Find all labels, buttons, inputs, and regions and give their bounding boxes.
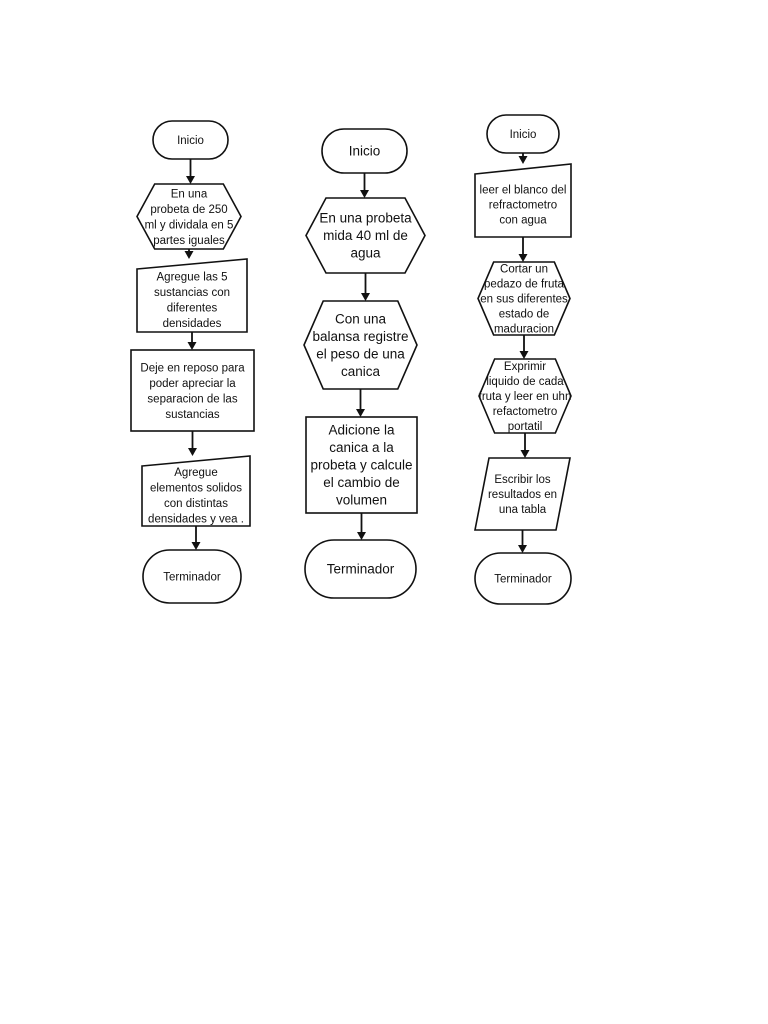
flowchart-1-node-6: Terminador <box>142 549 242 604</box>
node-label-line: en sus diferentes <box>480 294 568 306</box>
flowchart-2-node-3: Con una balansa registre el peso de una can… <box>303 300 418 390</box>
node-label-line: portatil <box>508 421 543 433</box>
node-label-line: sustancias <box>165 409 220 421</box>
flowchart-2-node-4: Adicione la canica a la probeta y calcule e… <box>305 416 418 514</box>
node-label-line: Escribir los <box>494 474 550 486</box>
flow-arrow <box>191 526 201 550</box>
node-label-line: probeta y calcule <box>310 458 412 473</box>
hexagon-shape <box>303 300 418 390</box>
node-label-line: Exprimir <box>504 361 546 373</box>
node-label-line: refactometro <box>493 406 558 418</box>
flowchart-1-node-5: Agregue elementos solidos con distintas den… <box>141 455 251 527</box>
node-label-line: En una probeta <box>319 211 412 226</box>
node-label-line: una tabla <box>499 504 547 516</box>
flowchart-3-node-1: Inicio <box>486 114 560 154</box>
flow-arrow <box>520 433 530 458</box>
process-shape <box>305 416 418 514</box>
flow-arrow <box>357 513 366 540</box>
node-label-line: Inicio <box>349 144 381 159</box>
flowchart-3-node-4: Exprimir liquido de cada fruta y leer en u… <box>478 358 572 434</box>
flowchart-3-node-2: leer el blanco del refractometro con agua <box>474 163 572 238</box>
node-label-line: probeta de 250 <box>150 204 227 216</box>
node-label-line: diferentes <box>167 302 218 314</box>
node-label-line: estado de <box>499 309 550 321</box>
hexagon-shape <box>136 183 242 250</box>
terminator-shape <box>304 539 417 599</box>
flow-arrow <box>519 335 529 359</box>
flowchart-2-node-5: Terminador <box>304 539 417 599</box>
flow-arrow <box>188 431 197 456</box>
flowchart-2-node-2: En una probeta mida 40 ml de agua <box>305 197 426 274</box>
node-label-line: balansa registre <box>312 329 408 344</box>
flow-arrow <box>356 389 365 417</box>
node-label-line: volumen <box>336 493 387 508</box>
manual-input-shape <box>474 163 572 238</box>
node-label-line: sustancias con <box>154 287 230 299</box>
terminator-shape <box>142 549 242 604</box>
flow-arrow <box>361 273 370 301</box>
manual-input-shape <box>136 258 248 333</box>
node-label-line: Agregue las 5 <box>157 271 228 283</box>
node-label-line: agua <box>350 246 381 261</box>
node-label-line: ml y dividala en 5 <box>145 219 234 231</box>
flowchart-1-node-1: Inicio <box>152 120 229 160</box>
node-label-line: Cortar un <box>500 264 548 276</box>
flow-arrow <box>518 530 527 553</box>
terminator-shape <box>474 552 572 605</box>
flowchart-3-node-6: Terminador <box>474 552 572 605</box>
flow-arrow <box>187 332 197 350</box>
flowchart-1-node-2: En una probeta de 250 ml y dividala en 5 pa… <box>136 183 242 250</box>
flowchart-3: Inicio leer el blanco del refractometro con… <box>474 114 572 605</box>
node-label-line: mida 40 ml de <box>323 228 408 243</box>
node-label-line: pedazo de fruta <box>484 279 565 291</box>
node-label-line: el cambio de <box>323 475 400 490</box>
node-label-line: Terminador <box>163 572 221 584</box>
node-label-line: canica <box>341 364 381 379</box>
node-label-line: leer el blanco del <box>480 185 567 197</box>
node-label-line: liquido de cada <box>486 376 564 388</box>
node-label-line: resultados en <box>488 489 557 501</box>
flowchart-3-node-3: Cortar un pedazo de fruta en sus diferente… <box>477 261 571 336</box>
flowchart-1-node-3: Agregue las 5 sustancias con diferentes den… <box>136 258 248 333</box>
flowchart-2: Inicio En una probeta mida 40 ml de aguaCon… <box>303 128 426 599</box>
node-label-line: partes iguales <box>153 235 225 247</box>
hexagon-shape <box>305 197 426 274</box>
flowchart-2-node-1: Inicio <box>321 128 408 174</box>
node-label-line: maduracion <box>494 324 554 336</box>
node-label-line: Inicio <box>510 129 537 141</box>
node-label-line: densidades y vea . <box>148 513 244 525</box>
hexagon-shape <box>477 261 571 336</box>
node-label-line: Con una <box>335 311 387 326</box>
node-label-line: Adicione la <box>328 423 395 438</box>
flowchart-1-node-4: Deje en reposo para poder apreciar la sepa… <box>130 349 255 432</box>
node-label-line: fruta y leer en uhn <box>479 391 572 403</box>
node-label-line: Agregue <box>174 467 217 479</box>
node-label-line: con distintas <box>164 498 228 510</box>
node-label-line: poder apreciar la <box>149 378 236 390</box>
flow-arrow <box>518 153 528 164</box>
flowchart-1: Inicio En una probeta de 250 ml y dividala … <box>130 120 255 604</box>
flow-arrow <box>360 173 369 198</box>
node-label-line: Terminador <box>327 562 395 577</box>
node-label-line: Inicio <box>177 135 204 147</box>
node-label-line: el peso de una <box>316 346 405 361</box>
node-label-line: refractometro <box>489 200 557 212</box>
node-label-line: separacion de las <box>147 393 237 405</box>
node-label-line: elementos solidos <box>150 482 242 494</box>
node-label-line: Deje en reposo para <box>140 362 245 374</box>
node-label-line: canica a la <box>329 440 394 455</box>
manual-input-shape <box>141 455 251 527</box>
node-label-line: densidades <box>163 318 222 330</box>
flowchart-3-node-5: Escribir los resultados en una tabla <box>474 457 571 531</box>
flow-arrow <box>184 249 194 259</box>
node-label-line: En una <box>171 188 208 200</box>
hexagon-shape <box>478 358 572 434</box>
node-label-line: con agua <box>499 215 547 227</box>
node-label-line: Terminador <box>494 574 552 586</box>
parallelogram-shape <box>474 457 571 531</box>
flow-arrow <box>186 159 195 184</box>
flow-arrow <box>518 237 528 262</box>
